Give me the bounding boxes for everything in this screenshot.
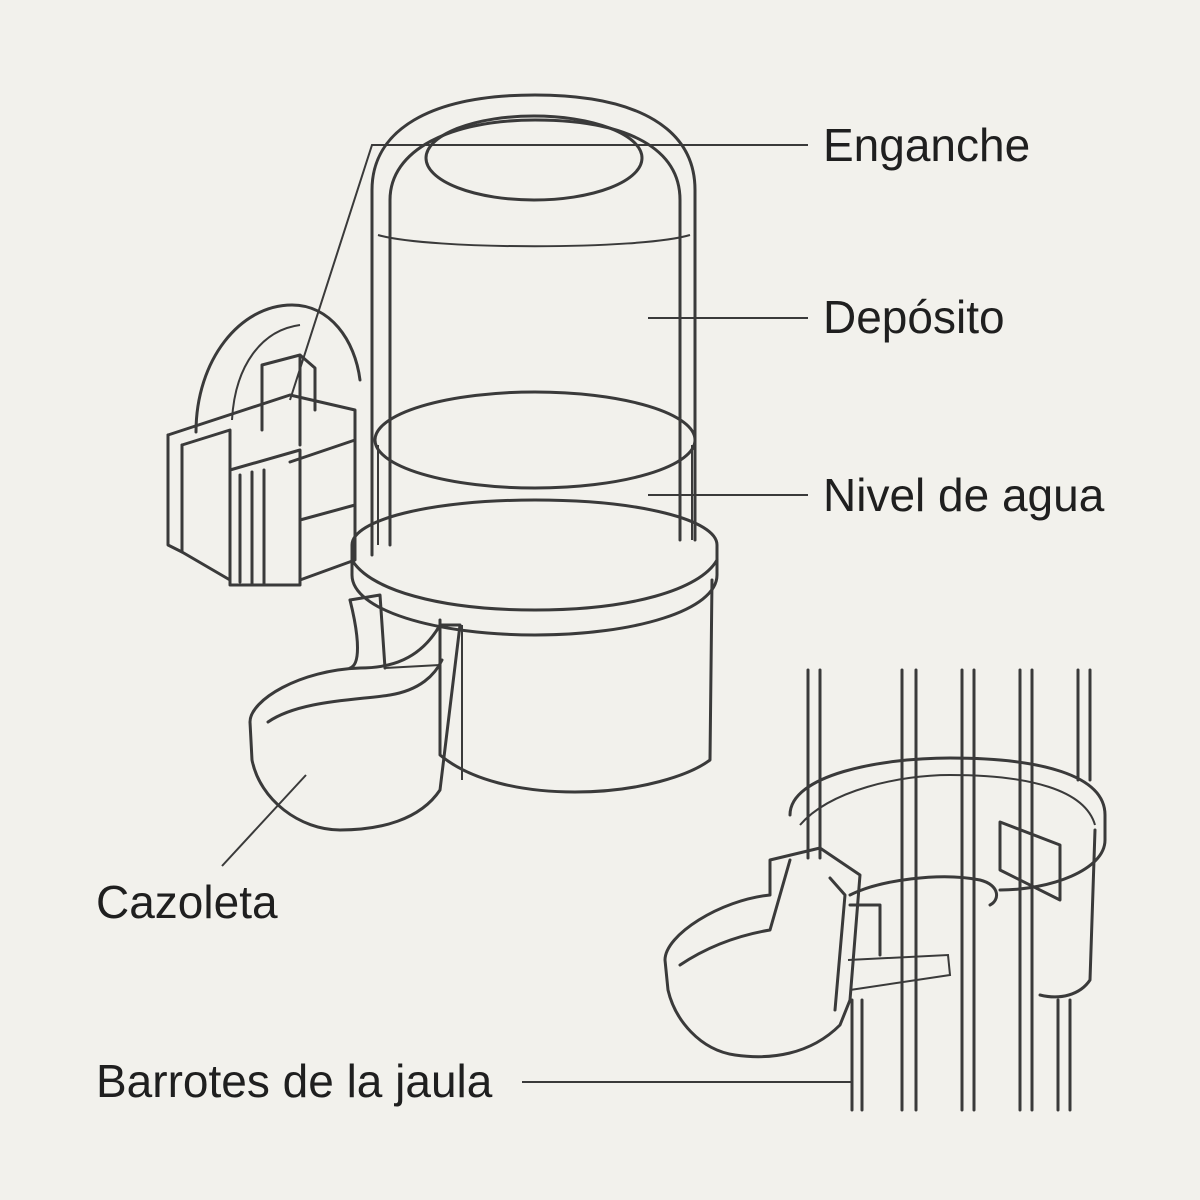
hook-bracket: [166, 353, 357, 587]
reservoir-tank: [370, 93, 697, 557]
label-deposito: Depósito: [823, 291, 1005, 343]
mounting-plate: [194, 303, 362, 434]
dispenser-illustration: [166, 93, 719, 832]
mounting-plate-edge: [231, 324, 301, 421]
water-level: [373, 390, 697, 545]
feeding-cup: [248, 593, 462, 832]
leader-enganche: [289, 144, 808, 401]
leader-cazoleta: [221, 774, 307, 867]
cage-detail-illustration: [663, 668, 1107, 1112]
lower-body: [438, 578, 714, 794]
leader-lines: [221, 144, 852, 1083]
label-cazoleta: Cazoleta: [96, 876, 278, 928]
cage-bars: [806, 668, 1092, 1112]
tank-collar: [350, 498, 719, 637]
cage-feeding-cup: [663, 846, 882, 1059]
tank-top-cap: [424, 114, 644, 202]
label-enganche: Enganche: [823, 119, 1030, 171]
label-nivel-agua: Nivel de agua: [823, 469, 1105, 521]
cage-cup-ring: [788, 756, 1107, 892]
label-barrotes: Barrotes de la jaula: [96, 1055, 493, 1107]
